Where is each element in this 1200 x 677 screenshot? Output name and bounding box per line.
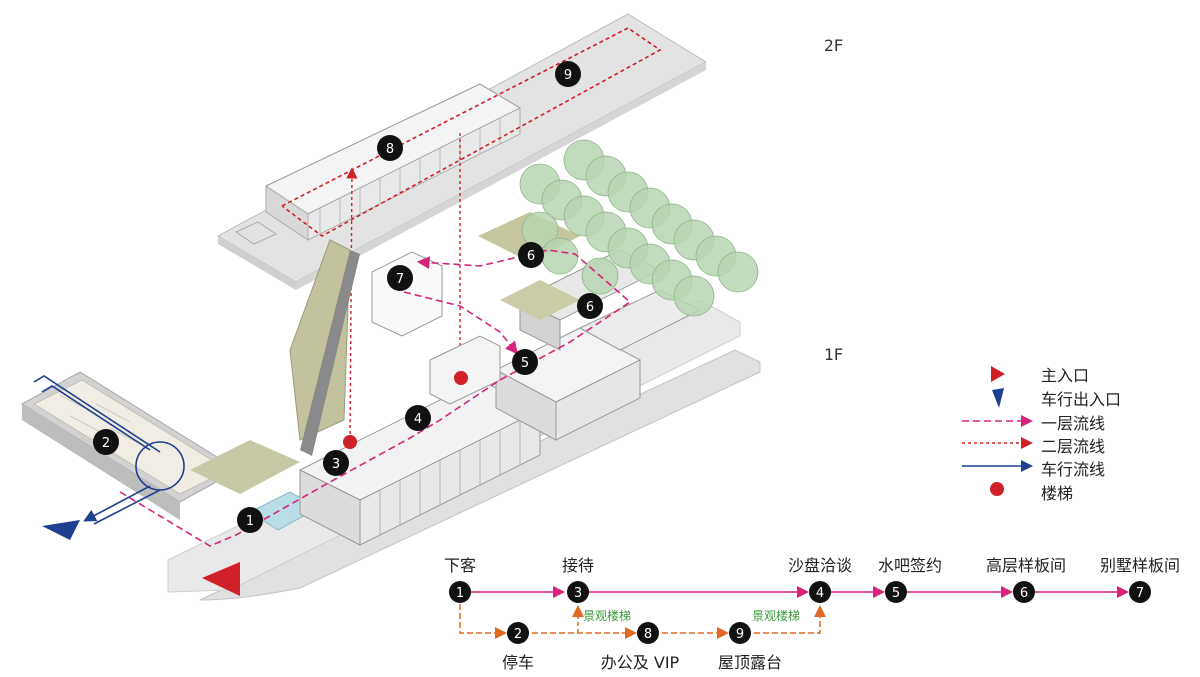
sequence-step: 7	[1129, 581, 1151, 603]
sequence-sub-step: 2	[507, 622, 529, 644]
plan-marker: 8	[377, 135, 403, 161]
svg-text:2: 2	[514, 627, 522, 642]
step-label: 高层样板间	[986, 556, 1066, 575]
sequence-diagram: 1 3 4 5 6 7 2 8 9 下客 接待 沙盘洽谈 水吧签约 高层样板间 …	[444, 556, 1180, 672]
vehicle-flow-path	[33, 375, 185, 525]
legend-vehicle-flow: 车行流线	[1041, 460, 1106, 479]
second-floor-flow-path	[281, 27, 662, 237]
svg-text:6: 6	[1020, 586, 1028, 601]
svg-text:2: 2	[102, 436, 110, 451]
plan-marker: 4	[405, 405, 431, 431]
stair-dot	[454, 371, 468, 385]
svg-text:6: 6	[586, 300, 594, 315]
svg-text:3: 3	[332, 457, 340, 472]
svg-text:9: 9	[736, 627, 744, 642]
sequence-step: 6	[1013, 581, 1035, 603]
plan-marker: 1	[237, 507, 263, 533]
step-label: 水吧签约	[878, 556, 942, 575]
svg-text:8: 8	[644, 627, 652, 642]
sub-step-label: 办公及 VIP	[601, 653, 680, 672]
svg-text:1: 1	[456, 586, 464, 601]
svg-text:7: 7	[1136, 586, 1144, 601]
legend-main-entrance: 主入口	[1041, 366, 1090, 385]
sub-step-label: 屋顶露台	[718, 653, 782, 672]
plan-marker: 3	[323, 450, 349, 476]
stair-label: 景观楼梯	[583, 608, 631, 623]
stair-dot	[343, 435, 357, 449]
sequence-step: 4	[809, 581, 831, 603]
svg-text:1: 1	[246, 514, 254, 529]
step-label: 下客	[444, 556, 476, 575]
svg-text:6: 6	[527, 249, 535, 264]
first-floor-flow-path	[119, 249, 632, 547]
svg-text:9: 9	[564, 68, 572, 83]
svg-text:7: 7	[396, 272, 404, 287]
step-label: 别墅样板间	[1100, 556, 1180, 575]
plan-marker: 5	[512, 349, 538, 375]
floor-label-1f: 1F	[824, 345, 844, 364]
svg-text:4: 4	[816, 586, 824, 601]
step-label: 沙盘洽谈	[788, 556, 852, 575]
sequence-step: 3	[567, 581, 589, 603]
sequence-step: 5	[885, 581, 907, 603]
sub-step-label: 停车	[502, 653, 534, 672]
plan-marker: 7	[387, 265, 413, 291]
legend-vehicle-entrance: 车行出入口	[1041, 390, 1122, 409]
legend-first-floor-flow: 一层流线	[1041, 414, 1106, 433]
tree-row	[519, 139, 759, 317]
svg-text:5: 5	[892, 586, 900, 601]
svg-text:3: 3	[574, 586, 582, 601]
svg-text:5: 5	[521, 356, 529, 371]
sequence-sub-step: 9	[729, 622, 751, 644]
plan-marker: 9	[555, 61, 581, 87]
svg-text:8: 8	[386, 142, 394, 157]
ground-floor-site	[21, 212, 761, 601]
legend-stairs: 楼梯	[1041, 484, 1074, 503]
legend-symbols	[962, 366, 1033, 496]
main-entrance-marker	[202, 562, 240, 596]
floor-label-2f: 2F	[824, 36, 844, 55]
svg-text:4: 4	[414, 412, 422, 427]
plan-marker: 6	[518, 242, 544, 268]
stair-label: 景观楼梯	[752, 608, 800, 623]
plan-marker: 2	[93, 429, 119, 455]
first-floor-branch	[403, 291, 518, 355]
plan-marker: 6	[577, 293, 603, 319]
legend-second-floor-flow: 二层流线	[1041, 437, 1106, 456]
vehicle-entrance-marker	[42, 520, 80, 540]
step-label: 接待	[562, 556, 594, 575]
sequence-step: 1	[449, 581, 471, 603]
sequence-sub-step: 8	[637, 622, 659, 644]
